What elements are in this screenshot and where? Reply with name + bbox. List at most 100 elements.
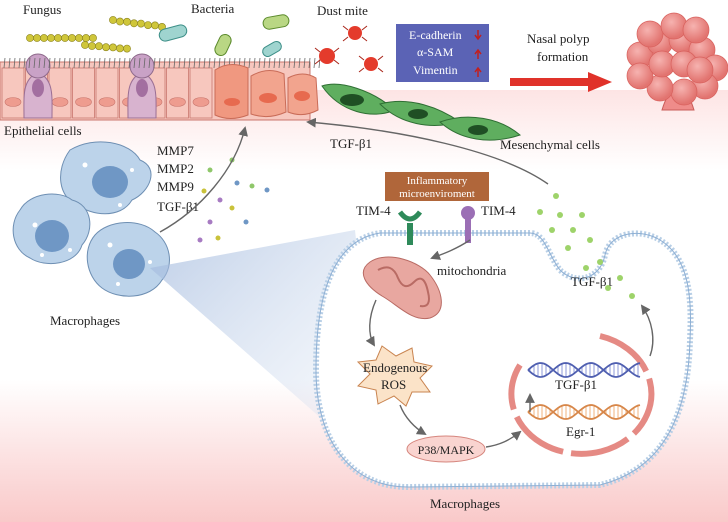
- fungus-spore: [54, 34, 62, 42]
- fungus-spore: [109, 43, 117, 52]
- cilium: [118, 57, 121, 69]
- cilium: [163, 57, 166, 69]
- cilium: [38, 57, 41, 69]
- epithelial-cell: [72, 67, 95, 119]
- cilium: [263, 57, 266, 69]
- cilium: [173, 57, 176, 69]
- emt-marker-box: E-cadherin α-SAM Vimentin: [396, 24, 489, 82]
- tim4-to-mito-arrow: [430, 239, 471, 260]
- cilium: [248, 57, 251, 69]
- cilium: [58, 57, 61, 69]
- tgf-top-label: TGF-β1: [330, 136, 372, 151]
- polyp-bubble: [626, 62, 654, 90]
- fungus-spore: [137, 19, 145, 28]
- tim4-receptor-right: [461, 206, 475, 243]
- fungus-spore: [109, 16, 117, 24]
- cilium: [93, 57, 96, 69]
- inflammatory-microenvironment-box: Inflammatory microenviroment: [385, 172, 489, 201]
- cilium: [158, 57, 161, 69]
- fungus-spore: [116, 17, 124, 26]
- epithelial-nucleus: [4, 97, 22, 107]
- epithelial-nucleus: [192, 97, 210, 107]
- cilium: [153, 57, 156, 69]
- epithelial-cells-label: Epithelial cells: [4, 123, 82, 138]
- cilium: [68, 57, 71, 69]
- dna-strand: [527, 404, 641, 420]
- formation-label: formation: [537, 49, 589, 64]
- cilium: [208, 57, 211, 69]
- fungus-spore: [40, 34, 48, 42]
- marker-vimentin: Vimentin: [413, 63, 458, 77]
- cilium: [98, 57, 101, 69]
- goblet-cell: [127, 71, 157, 119]
- dna-strand: [527, 362, 641, 378]
- bacteria-icons: [158, 14, 290, 57]
- tgf-nucleus-label: TGF-β1: [555, 377, 597, 392]
- fungus-spore: [81, 41, 89, 49]
- cilium: [83, 57, 86, 69]
- secreted-dots: [197, 157, 270, 243]
- nasal-polyp-label: Nasal polyp: [527, 31, 589, 46]
- p38-mapk-label: P38/MAPK: [418, 443, 475, 457]
- epithelial-cell: [189, 67, 213, 119]
- cilium: [303, 57, 306, 69]
- cilium: [293, 57, 296, 69]
- macrophage-cluster: [12, 141, 170, 297]
- cilium: [213, 57, 216, 69]
- up-arrow-icon: [474, 66, 482, 77]
- cilium: [218, 57, 221, 69]
- cilium: [23, 57, 26, 69]
- goblet-cell-head: [25, 53, 155, 79]
- polyp-formation-arrow: [510, 72, 612, 92]
- ros-to-p38-arrow: [399, 404, 427, 436]
- transitioning-cells: [214, 64, 319, 119]
- cilium: [28, 57, 31, 69]
- polyp-bubble: [660, 12, 688, 40]
- cilium: [183, 57, 186, 69]
- fungus-spore: [33, 34, 41, 42]
- p38-to-nucleus-arrow: [485, 430, 522, 448]
- cilium: [13, 57, 16, 69]
- cilium: [123, 57, 126, 69]
- inflammatory-line1: Inflammatory: [407, 175, 468, 187]
- cilium: [313, 57, 316, 69]
- fungus-spore: [130, 19, 138, 28]
- nucleus: [508, 333, 655, 457]
- cilium: [273, 57, 276, 69]
- epithelial-nucleus: [98, 97, 116, 107]
- tim4-right-label: TIM-4: [481, 203, 516, 218]
- down-arrow-icon: [474, 30, 482, 41]
- cilium: [128, 57, 131, 69]
- factor-mmp9: MMP9: [157, 179, 194, 194]
- fungus-spore: [26, 34, 34, 42]
- cilium: [48, 57, 51, 69]
- secretion-arrow: [159, 126, 248, 233]
- p38-mapk-node: [406, 435, 486, 463]
- cilium: [113, 57, 116, 69]
- epithelial-cell: [95, 67, 119, 119]
- dna-strand: [527, 404, 641, 420]
- cilium: [198, 57, 201, 69]
- cilium: [103, 57, 106, 69]
- endogenous-ros-star: [356, 345, 433, 407]
- tim4-left-label: TIM-4: [356, 203, 391, 218]
- fungus-spore: [144, 21, 152, 29]
- marker-e-cadherin: E-cadherin: [409, 28, 462, 42]
- tgf-b1-dna-helix: [527, 362, 641, 378]
- cilium: [278, 57, 281, 69]
- fungus-spore: [116, 44, 124, 53]
- factor-mmp7: MMP7: [157, 143, 194, 158]
- endogenous-label: Endogenous: [363, 360, 427, 375]
- cilium: [8, 57, 11, 69]
- cilium: [318, 57, 321, 69]
- polyp-bubble: [686, 56, 714, 84]
- mesenchymal-cells-label: Mesenchymal cells: [500, 137, 600, 152]
- factor-tgf-b1: TGF-β1: [157, 199, 199, 214]
- fungus-spore: [88, 42, 96, 50]
- mitochondria-label: mitochondria: [437, 263, 507, 278]
- cilium: [178, 57, 181, 69]
- up-arrow-icon: [474, 48, 482, 59]
- polyp-bubble: [636, 20, 664, 48]
- macrophages-left-label: Macrophages: [50, 313, 120, 328]
- cilium: [203, 57, 206, 69]
